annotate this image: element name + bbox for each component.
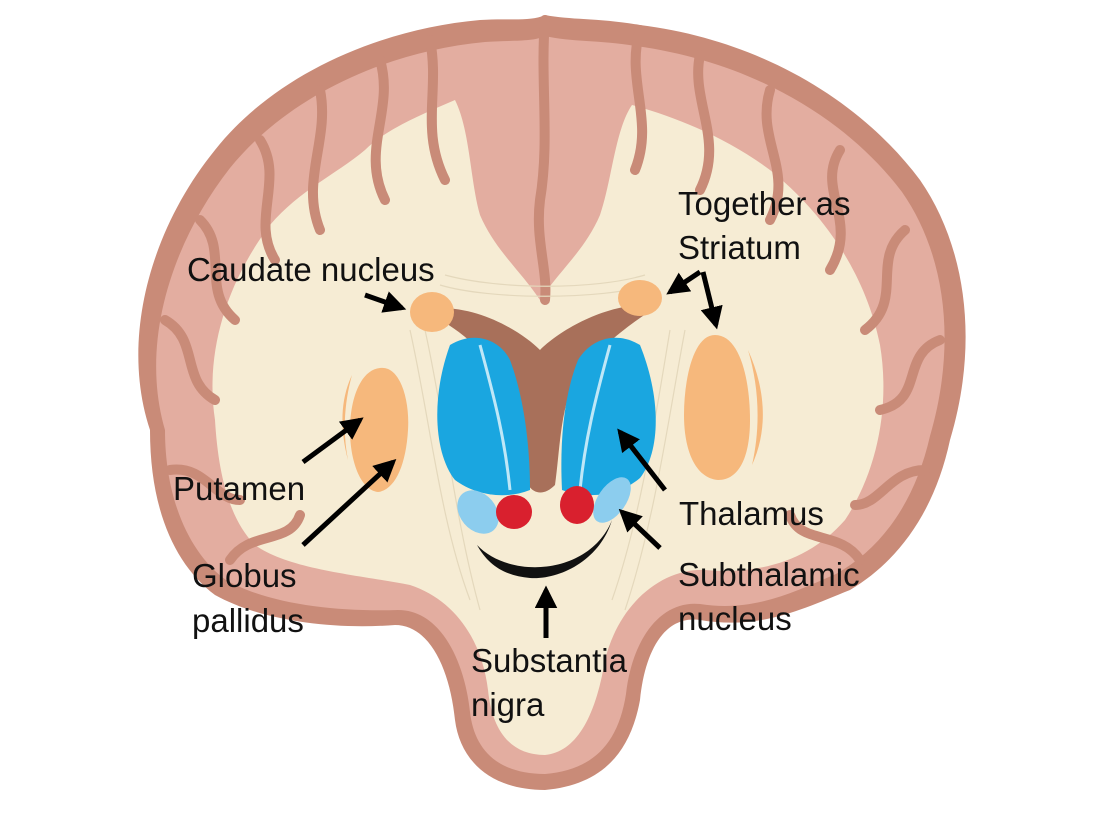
ventricle xyxy=(420,304,660,493)
label-substantia: Substantia xyxy=(471,642,628,679)
subthalamic-left xyxy=(457,490,499,534)
putamen-right-sliver xyxy=(748,350,763,465)
labels: Caudate nucleus Together as Striatum Put… xyxy=(173,185,860,723)
label-globus: Globus xyxy=(192,557,297,594)
substantia-nigra xyxy=(477,520,612,579)
label-together-as: Together as xyxy=(678,185,850,222)
label-pallidus: pallidus xyxy=(192,602,304,639)
label-putamen: Putamen xyxy=(173,470,305,507)
putamen-right xyxy=(684,335,750,480)
arrow-subthalamic xyxy=(618,508,662,550)
label-nucleus: nucleus xyxy=(678,600,792,637)
arrow-globus xyxy=(301,458,397,547)
subthalamic-right xyxy=(593,477,631,523)
red-nucleus-right xyxy=(560,486,594,524)
caudate-left xyxy=(410,292,454,332)
label-nigra: nigra xyxy=(471,686,545,723)
arrow-caudate xyxy=(364,291,407,313)
arrow-striatum-putamen xyxy=(700,271,723,330)
caudate-right xyxy=(618,280,662,316)
sulci xyxy=(160,15,945,565)
arrow-thalamus xyxy=(617,428,667,492)
label-subthalamic: Subthalamic xyxy=(678,556,860,593)
arrow-putamen xyxy=(301,417,364,465)
thalamus-divisions xyxy=(478,344,612,491)
label-striatum: Striatum xyxy=(678,229,801,266)
label-caudate-nucleus: Caudate nucleus xyxy=(187,251,435,288)
red-nucleus-left xyxy=(496,495,532,529)
pointer-arrows xyxy=(301,269,723,638)
label-thalamus: Thalamus xyxy=(679,495,824,532)
arrow-striatum-caudate xyxy=(666,269,702,295)
